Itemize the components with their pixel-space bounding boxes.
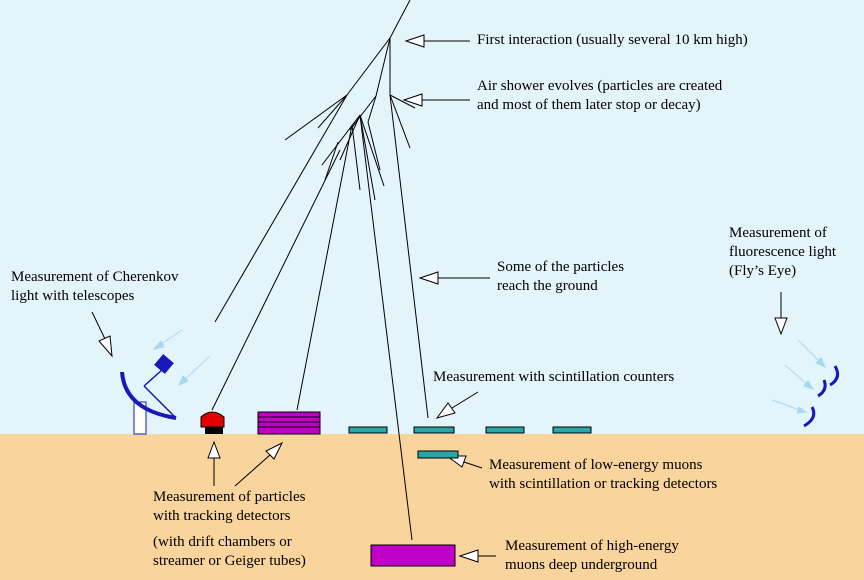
label-low-energy-muons: Measurement of low-energy muons with sci… xyxy=(489,457,718,492)
deep-underground-muon-detector xyxy=(370,544,456,567)
label-reach-ground: Some of the particles reach the ground xyxy=(497,259,625,294)
cherenkov-telescope xyxy=(120,354,177,435)
label-scintillation: Measurement with scintillation counters xyxy=(433,369,675,385)
light-rays xyxy=(152,329,826,414)
label-arrows xyxy=(91,34,788,563)
label-high-energy-muons: Measurement of high-energy muons deep un… xyxy=(505,538,679,573)
sky-background xyxy=(0,0,864,434)
label-drift-chambers: (with drift chambers or streamer or Geig… xyxy=(153,534,306,569)
label-fluorescence: Measurement of fluorescence light (Fly’s… xyxy=(729,225,837,279)
label-tracking: Measurement of particles with tracking d… xyxy=(153,489,306,524)
label-first-interaction: First interaction (usually several 10 km… xyxy=(477,32,748,48)
label-air-shower: Air shower evolves (particles are create… xyxy=(477,78,723,113)
particle-tracks xyxy=(211,0,429,541)
purple-tracking-stack xyxy=(257,411,321,435)
fluorescence-detectors xyxy=(803,365,840,428)
scintillation-counters xyxy=(348,426,592,434)
red-tracking-detector xyxy=(200,411,225,434)
label-cherenkov: Measurement of Cherenkov light with tele… xyxy=(11,269,179,304)
low-energy-muon-counter xyxy=(417,450,459,459)
